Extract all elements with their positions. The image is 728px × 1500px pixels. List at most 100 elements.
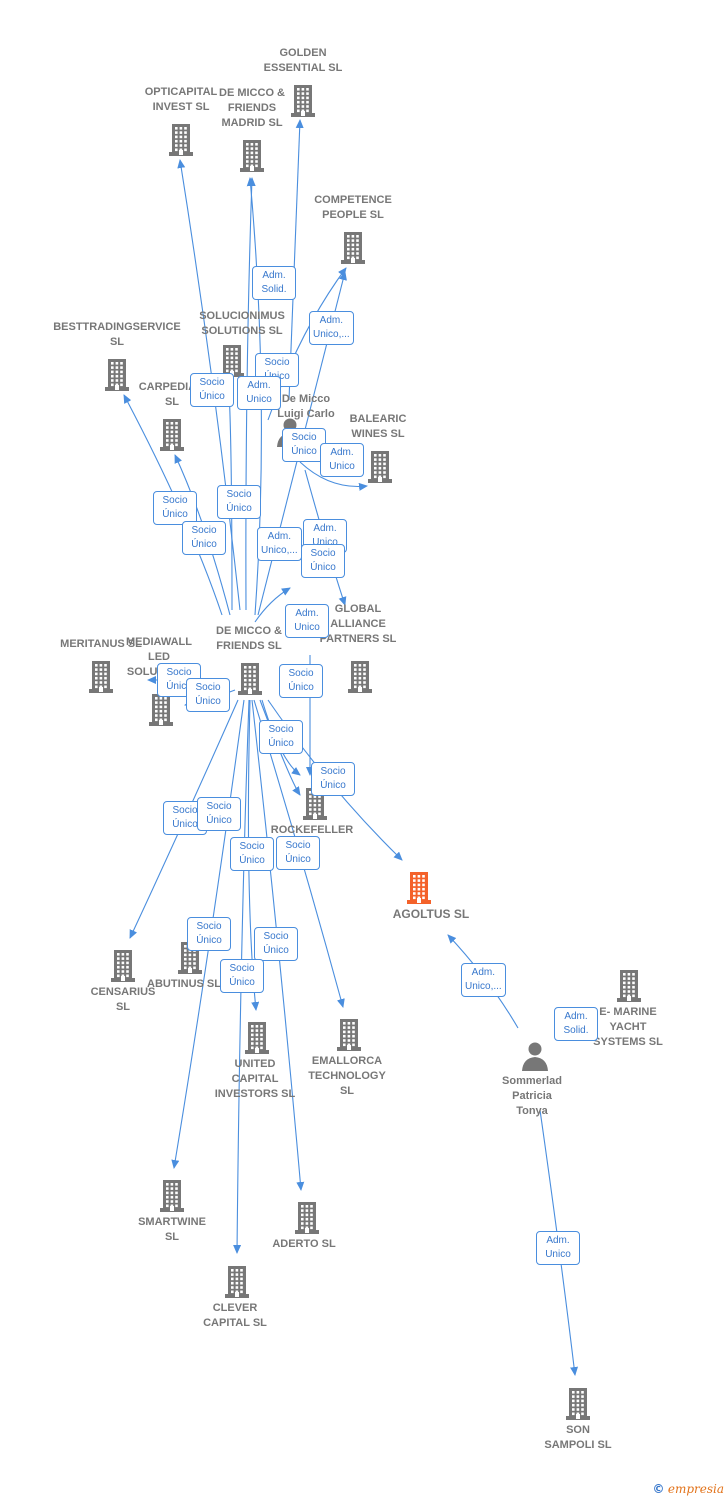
node-label[interactable]: SON SAMPOLI SL bbox=[544, 1424, 612, 1451]
role-tag-line1: Socio bbox=[226, 489, 252, 500]
building-icon[interactable] bbox=[362, 448, 398, 484]
building-icon[interactable] bbox=[401, 869, 437, 905]
building-icon[interactable] bbox=[219, 1263, 255, 1299]
person-icon[interactable] bbox=[517, 1038, 553, 1074]
role-tag-line1: Socio bbox=[310, 548, 336, 559]
building-icon[interactable] bbox=[163, 121, 199, 157]
role-tag-line2: Único bbox=[320, 780, 346, 791]
role-tag-line2: Unico bbox=[246, 394, 272, 405]
node-label[interactable]: BALEARIC WINES SL bbox=[349, 413, 407, 440]
building-icon[interactable] bbox=[331, 1016, 367, 1052]
node-label[interactable]: CARPEDIAM SL bbox=[138, 381, 206, 408]
role-tag-line2: Unico bbox=[312, 537, 338, 548]
node-label[interactable]: COMPETENCE PEOPLE SL bbox=[314, 194, 392, 221]
role-tag-line1: Socio bbox=[264, 357, 290, 368]
building-icon[interactable] bbox=[611, 967, 647, 1003]
role-tag-line2: Solid. bbox=[563, 1025, 589, 1036]
role-tag-line2: Único bbox=[162, 509, 188, 520]
node-label[interactable]: Sommerlad Patricia Tonya bbox=[502, 1075, 562, 1117]
role-tag-line2: Unico bbox=[545, 1249, 571, 1260]
building-icon[interactable] bbox=[289, 1199, 325, 1235]
role-tag-line2: Único bbox=[268, 738, 294, 749]
role-tag-line2: Unico bbox=[329, 461, 355, 472]
node-label[interactable]: SOLUCIONIMUS SOLUTIONS SL bbox=[199, 310, 285, 337]
node-label[interactable]: E- MARINE YACHT SYSTEMS SL bbox=[593, 1006, 663, 1048]
node-label[interactable]: CENSARIUS SL bbox=[90, 986, 156, 1013]
role-tag[interactable]: Adm.Unico bbox=[285, 604, 329, 638]
building-icon[interactable] bbox=[105, 947, 141, 983]
role-tag-line1: Socio bbox=[263, 931, 289, 942]
role-tag[interactable]: Adm.Unico,... bbox=[461, 963, 506, 997]
role-tag[interactable]: Adm.Unico bbox=[320, 443, 364, 477]
node-label[interactable]: OPTICAPITAL INVEST SL bbox=[144, 86, 218, 113]
role-tag[interactable]: Adm. Solid. bbox=[252, 266, 296, 300]
role-tag-line1: Adm. bbox=[295, 608, 319, 619]
role-tag-line2: Único bbox=[226, 503, 252, 514]
role-tag[interactable]: Adm.Solid. bbox=[554, 1007, 598, 1041]
role-tag-line2: Unico,... bbox=[313, 329, 350, 340]
building-icon[interactable] bbox=[143, 691, 179, 727]
node-label[interactable]: ADERTO SL bbox=[272, 1238, 336, 1250]
role-tag-line2: Único bbox=[239, 855, 265, 866]
role-tag[interactable]: Adm.Unico bbox=[237, 376, 281, 410]
node-label[interactable]: De Micco Luigi Carlo bbox=[277, 393, 335, 420]
role-tag-line1: Socio bbox=[166, 667, 192, 678]
node-label[interactable]: GLOBAL ALLIANCE PARTNERS SL bbox=[319, 603, 397, 645]
node-label[interactable]: SMARTWINE SL bbox=[138, 1216, 206, 1243]
brand-logo: empresia bbox=[668, 1482, 724, 1496]
node-label[interactable]: DE MICCO & FRIENDS MADRID SL bbox=[219, 87, 285, 129]
node-label[interactable]: BESTTRADINGSERVICE SL bbox=[53, 321, 181, 348]
role-tag-line2: Único bbox=[196, 935, 222, 946]
building-icon[interactable] bbox=[154, 416, 190, 452]
node-label[interactable]: MERITANUS SL bbox=[60, 638, 142, 650]
role-tag-line2: Solid. bbox=[261, 284, 287, 295]
brand-initial: e bbox=[667, 1482, 675, 1496]
building-icon[interactable] bbox=[234, 137, 270, 173]
role-tag-line1: Socio bbox=[288, 668, 314, 679]
building-icon[interactable] bbox=[239, 1019, 275, 1055]
role-tag-line1: Adm. bbox=[262, 270, 286, 281]
building-icon[interactable] bbox=[154, 1177, 190, 1213]
node-label[interactable]: CLEVER CAPITAL SL bbox=[203, 1302, 267, 1329]
building-icon[interactable] bbox=[560, 1385, 596, 1421]
role-tag-line2: Único bbox=[291, 446, 317, 457]
edge-arrow bbox=[254, 587, 291, 623]
building-icon[interactable] bbox=[232, 660, 268, 696]
role-tag-line2: Unico,... bbox=[261, 545, 298, 556]
empresia-footer[interactable]: © empresia bbox=[652, 1482, 724, 1496]
building-icon[interactable] bbox=[335, 229, 371, 265]
building-icon[interactable] bbox=[99, 356, 135, 392]
role-tag-line1: Socio bbox=[195, 682, 221, 693]
node-label[interactable]: EMALLORCA TECHNOLOGY SL bbox=[308, 1055, 386, 1097]
node-label[interactable]: AGOLTUS SL bbox=[392, 907, 470, 921]
role-tag-line1: Socio bbox=[199, 377, 225, 388]
role-tag[interactable]: Adm.Unico,... bbox=[309, 311, 354, 345]
building-icon[interactable] bbox=[285, 82, 321, 118]
building-icon[interactable] bbox=[342, 658, 378, 694]
role-tag-line1: Socio bbox=[268, 724, 294, 735]
role-tag[interactable]: Adm.Unico,... bbox=[257, 527, 302, 561]
node-label[interactable]: DE MICCO & FRIENDS SL bbox=[216, 625, 282, 652]
node-label[interactable]: UNITED CAPITAL INVESTORS SL bbox=[214, 1058, 296, 1100]
node-label[interactable]: GOLDEN ESSENTIAL SL bbox=[263, 47, 343, 74]
node-label[interactable]: ABUTINUS SL bbox=[147, 978, 221, 990]
building-icon[interactable] bbox=[83, 658, 119, 694]
role-tag-line1: Socio bbox=[239, 841, 265, 852]
role-tag[interactable]: Adm.Unico bbox=[536, 1231, 580, 1265]
